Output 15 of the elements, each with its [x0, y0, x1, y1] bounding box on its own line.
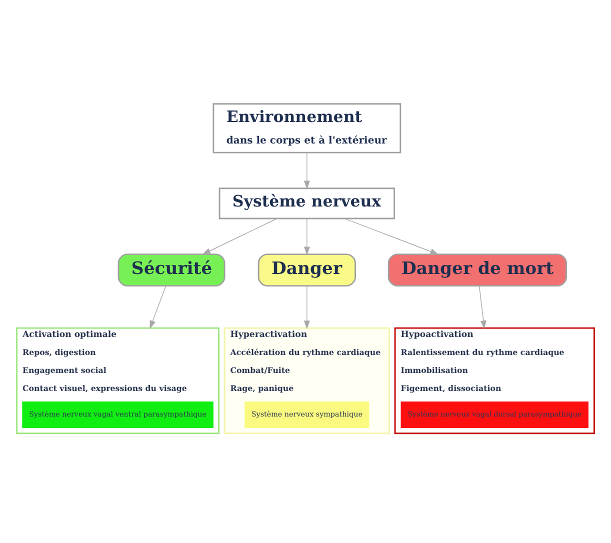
node-box: Danger de mort — [388, 254, 567, 287]
node-box: Système nerveux — [218, 188, 396, 220]
arrow — [202, 218, 278, 255]
node-box: Danger — [258, 254, 356, 287]
node-box: Système nerveux vagal ventral parasympathique — [22, 402, 214, 428]
arrow — [150, 286, 166, 330]
node-box: Environnement dans le corps et à l'extérieur — [212, 103, 402, 154]
arrow — [304, 218, 310, 256]
arrow — [478, 286, 486, 330]
arrow — [304, 152, 310, 190]
arrow — [344, 218, 439, 255]
node-box: Système nerveux vagal dorsal parasympathique — [400, 402, 588, 428]
arrow — [304, 286, 310, 330]
node-box: Sécurité — [118, 254, 226, 287]
node-box: Système nerveux sympathique — [244, 402, 370, 428]
